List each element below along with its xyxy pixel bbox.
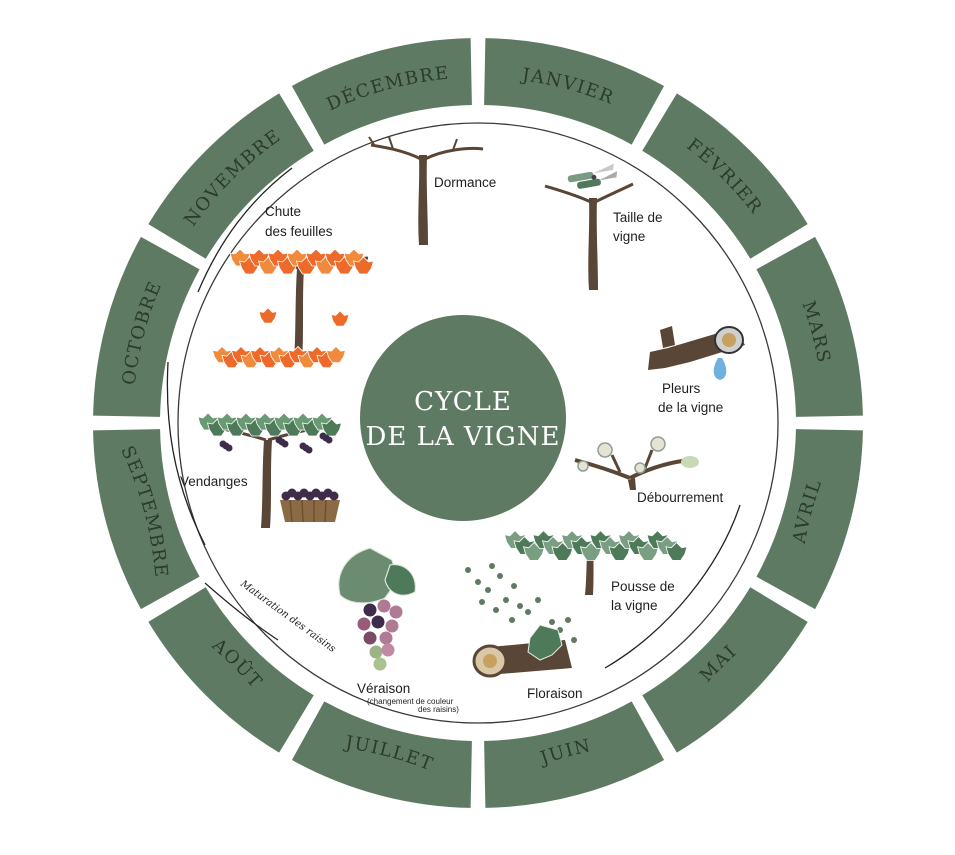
label-debourrement: Débourrement <box>637 490 724 505</box>
label-pousse-line-2: la vigne <box>611 598 658 613</box>
month-segment-2 <box>642 93 808 259</box>
label-pousse-line-1: Pousse de <box>611 579 675 594</box>
flower-bud <box>525 609 531 615</box>
label-taille-line-2: vigne <box>613 229 645 244</box>
label-dormance: Dormance <box>434 175 496 190</box>
debourrement-branch-illustration <box>574 436 699 490</box>
flower-bud <box>549 619 555 625</box>
month-segment-5 <box>642 587 808 753</box>
floraison-leaf-icon <box>527 624 563 661</box>
flower-bud <box>517 603 523 609</box>
maturation-arc <box>204 582 279 641</box>
grape <box>373 657 387 671</box>
grape <box>369 645 383 659</box>
flower-bud <box>571 637 577 643</box>
flower-bud <box>535 597 541 603</box>
dormance-vine-illustration <box>368 136 484 245</box>
sprig-arc <box>166 361 206 546</box>
month-ring: JANVIERFÉVRIERMARSAVRILMAIJUINJUILLETAOÛ… <box>93 38 863 808</box>
young-leaf <box>665 541 688 561</box>
summer-leaf <box>320 418 343 437</box>
flower-bud <box>489 563 495 569</box>
grape <box>225 444 233 452</box>
month-segment-7 <box>291 701 472 808</box>
grape <box>281 440 289 448</box>
harvest-basket-icon <box>280 488 340 523</box>
grape <box>371 615 385 629</box>
center-disc: CYCLE DE LA VIGNE <box>360 315 566 521</box>
falling-leaf <box>258 307 278 324</box>
label-pleurs-line-1: Pleurs <box>662 381 701 396</box>
label-pleurs-line-2: de la vigne <box>658 400 723 415</box>
month-segment-1 <box>484 38 665 145</box>
autumn-leaf <box>325 345 347 363</box>
flower-bud <box>565 617 571 623</box>
flower-bud <box>509 617 515 623</box>
label-taille-line-1: Taille de <box>613 210 663 225</box>
grape <box>389 605 403 619</box>
flower-bud <box>493 607 499 613</box>
grape <box>377 599 391 613</box>
veraison-grapes-illustration <box>338 547 417 671</box>
pleurs-branch-illustration <box>648 326 745 380</box>
flower-bud <box>485 587 491 593</box>
pousse-vine-illustration <box>503 529 688 595</box>
flower-bud <box>479 599 485 605</box>
month-segment-12 <box>291 38 472 145</box>
pruning-shears-icon <box>567 163 618 189</box>
center-title-line-2: DE LA VIGNE <box>366 422 561 452</box>
flower-bud <box>511 583 517 589</box>
grape <box>357 617 371 631</box>
label-chute-line-2: des feuilles <box>265 224 333 239</box>
inner-ring-line <box>177 122 779 724</box>
grape <box>329 491 339 501</box>
grape <box>363 631 377 645</box>
grape <box>385 619 399 633</box>
autumn-leaf <box>352 256 375 275</box>
sprig-arc <box>197 167 293 293</box>
grape <box>379 631 393 645</box>
month-segment-3 <box>756 236 863 417</box>
label-vendanges: Vendanges <box>180 474 248 489</box>
vendanges-vine-illustration <box>197 412 343 528</box>
decorative-sprig-arcs <box>166 167 741 669</box>
falling-leaf <box>330 310 350 327</box>
label-veraison-note-line-1: (changement de couleur <box>367 697 454 706</box>
label-maturation: Maturation des raisins <box>237 578 337 655</box>
grape <box>305 446 313 454</box>
chute-vine-illustration <box>211 248 375 368</box>
label-chute-line-1: Chute <box>265 204 301 219</box>
grape <box>381 643 395 657</box>
center-title-line-1: CYCLE <box>414 387 512 417</box>
month-segment-6 <box>484 701 665 808</box>
flower-bud <box>503 597 509 603</box>
taille-vine-illustration <box>544 182 634 290</box>
month-segment-10 <box>93 236 200 417</box>
water-drop-icon <box>713 358 727 380</box>
month-segment-8 <box>148 587 314 753</box>
label-veraison: Véraison <box>357 681 410 696</box>
sprig-arc <box>604 504 741 669</box>
floraison-illustration <box>465 563 577 678</box>
month-segment-9 <box>93 429 200 610</box>
grape <box>363 603 377 617</box>
label-veraison-note-line-2: des raisins) <box>418 705 459 714</box>
grape <box>325 436 333 444</box>
label-floraison: Floraison <box>527 686 583 701</box>
flower-bud <box>465 567 471 573</box>
flower-bud <box>475 579 481 585</box>
month-segment-4 <box>756 429 863 610</box>
flower-bud <box>497 573 503 579</box>
month-segment-11 <box>148 93 314 259</box>
